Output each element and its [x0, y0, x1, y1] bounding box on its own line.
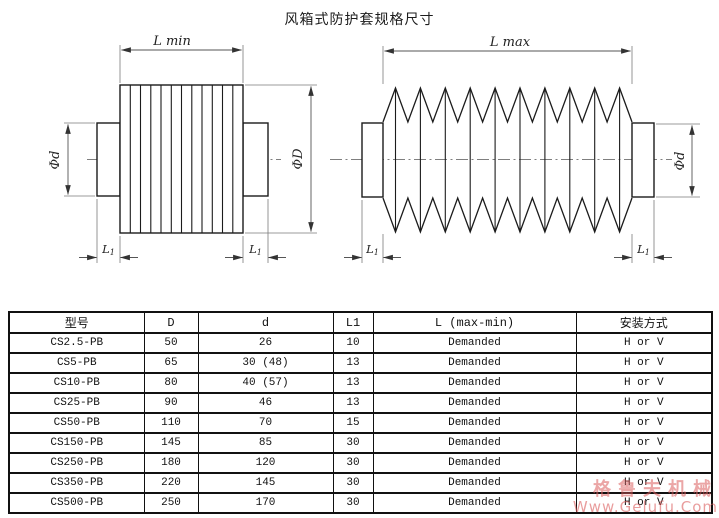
table-header-row: 型号 D d L1 L (max-min) 安装方式 [8, 311, 713, 334]
extended-bellows-drawing: L max Φd L1 L1 [330, 35, 700, 263]
left-cuff [96, 122, 121, 197]
cell-mount: H or V [575, 472, 713, 494]
cell-L: Demanded [372, 392, 577, 414]
col-header-L1: L1 [332, 311, 374, 334]
right-cuff [631, 122, 655, 198]
pleat-lines [129, 85, 234, 233]
table-row: CS5-PB 65 30 (48) 13 Demanded H or V [8, 352, 713, 374]
cell-mount: H or V [575, 412, 713, 434]
cell-d: 70 [197, 412, 334, 434]
cell-L: Demanded [372, 352, 577, 374]
cell-model: CS2.5-PB [8, 332, 145, 354]
page-title: 风箱式防护套规格尺寸 [284, 12, 435, 28]
table-row: CS350-PB 220 145 30 Demanded H or V [8, 472, 713, 494]
cell-model: CS350-PB [8, 472, 145, 494]
cell-D: 220 [143, 472, 199, 494]
cell-L1: 30 [332, 472, 374, 494]
cell-L1: 13 [332, 392, 374, 414]
cell-L: Demanded [372, 492, 577, 514]
compressed-bellows-drawing: L min Φd ΦD L1 L1 [48, 34, 317, 263]
pleats-extended [382, 86, 633, 234]
phi-D-label: ΦD [291, 148, 306, 170]
col-header-D: D [143, 311, 199, 334]
l1-label: L1 [248, 242, 262, 257]
cell-mount: H or V [575, 352, 713, 374]
l1-dimension-right: L1 [614, 242, 672, 261]
cell-L1: 15 [332, 412, 374, 434]
lmin-label: L min [152, 34, 191, 49]
phi-d-label: Φd [48, 151, 63, 170]
cell-model: CS50-PB [8, 412, 145, 434]
cell-model: CS10-PB [8, 372, 145, 394]
cell-model: CS500-PB [8, 492, 145, 514]
cell-d: 145 [197, 472, 334, 494]
cell-L: Demanded [372, 472, 577, 494]
table-row: CS2.5-PB 50 26 10 Demanded H or V [8, 332, 713, 354]
cell-D: 90 [143, 392, 199, 414]
col-header-model: 型号 [8, 311, 145, 334]
left-cuff [361, 122, 384, 198]
l1-label: L1 [636, 242, 650, 257]
cell-L: Demanded [372, 412, 577, 434]
cell-D: 65 [143, 352, 199, 374]
cell-model: CS5-PB [8, 352, 145, 374]
cell-L1: 30 [332, 492, 374, 514]
phi-d-label: Φd [673, 152, 688, 171]
l1-dimension-left: L1 [344, 242, 401, 261]
cell-mount: H or V [575, 432, 713, 454]
cell-D: 110 [143, 412, 199, 434]
cell-L1: 10 [332, 332, 374, 354]
table-row: CS150-PB 145 85 30 Demanded H or V [8, 432, 713, 454]
col-header-mount: 安装方式 [575, 311, 713, 334]
cell-L: Demanded [372, 332, 577, 354]
cell-L1: 30 [332, 452, 374, 474]
cell-mount: H or V [575, 392, 713, 414]
cell-mount: H or V [575, 332, 713, 354]
cell-L1: 13 [332, 352, 374, 374]
table-row: CS250-PB 180 120 30 Demanded H or V [8, 452, 713, 474]
cell-model: CS250-PB [8, 452, 145, 474]
extension-lines [361, 46, 700, 263]
cell-L: Demanded [372, 372, 577, 394]
cell-D: 80 [143, 372, 199, 394]
extension-lines [64, 45, 317, 263]
cell-mount: H or V [575, 452, 713, 474]
cell-L1: 30 [332, 432, 374, 454]
cell-mount: H or V [575, 492, 713, 514]
col-header-d: d [197, 311, 334, 334]
cell-L: Demanded [372, 432, 577, 454]
bellows-technical-drawing: L min Φd ΦD L1 L1 [48, 34, 700, 263]
cell-d: 120 [197, 452, 334, 474]
right-cuff [242, 122, 269, 197]
cell-D: 145 [143, 432, 199, 454]
table-row: CS25-PB 90 46 13 Demanded H or V [8, 392, 713, 414]
cell-d: 26 [197, 332, 334, 354]
cell-L1: 13 [332, 372, 374, 394]
l1-dimension-left: L1 [79, 242, 138, 261]
cell-d: 46 [197, 392, 334, 414]
l1-label: L1 [365, 242, 379, 257]
l1-label: L1 [101, 242, 115, 257]
table-row: CS50-PB 110 70 15 Demanded H or V [8, 412, 713, 434]
table-row: CS500-PB 250 170 30 Demanded H or V [8, 492, 713, 514]
col-header-L-max-min: L (max-min) [372, 311, 577, 334]
cell-D: 250 [143, 492, 199, 514]
cell-L: Demanded [372, 452, 577, 474]
cell-D: 50 [143, 332, 199, 354]
cell-model: CS150-PB [8, 432, 145, 454]
cell-d: 40 (57) [197, 372, 334, 394]
table-row: CS10-PB 80 40 (57) 13 Demanded H or V [8, 372, 713, 394]
lmax-label: L max [489, 35, 531, 50]
cell-D: 180 [143, 452, 199, 474]
cell-mount: H or V [575, 372, 713, 394]
l1-dimension-right: L1 [225, 242, 286, 261]
cell-d: 30 (48) [197, 352, 334, 374]
cell-model: CS25-PB [8, 392, 145, 414]
cell-d: 85 [197, 432, 334, 454]
spec-table: 型号 D d L1 L (max-min) 安装方式 CS2.5-PB 50 2… [8, 311, 713, 514]
cell-d: 170 [197, 492, 334, 514]
